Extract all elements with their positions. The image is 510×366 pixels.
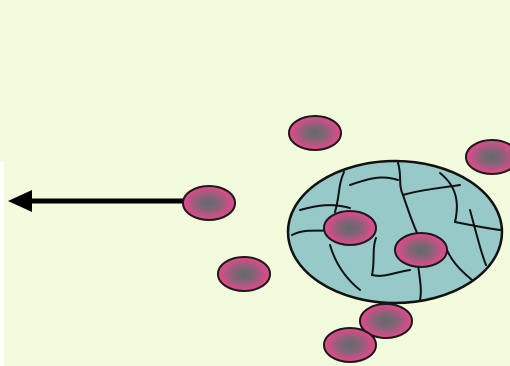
migration-arrow: [8, 190, 190, 212]
cell-in-mass-left: [324, 211, 376, 245]
cell-lower-left: [218, 257, 270, 291]
cell-top: [289, 116, 341, 150]
tissue-mass: [288, 161, 502, 303]
cell-migrating: [183, 186, 235, 220]
tissue-mass-outline: [288, 161, 502, 303]
cell-below-mass-lower: [324, 328, 376, 362]
cell-top-right: [466, 140, 510, 174]
cell-in-mass-right: [395, 233, 447, 267]
arrow-head: [8, 190, 32, 212]
